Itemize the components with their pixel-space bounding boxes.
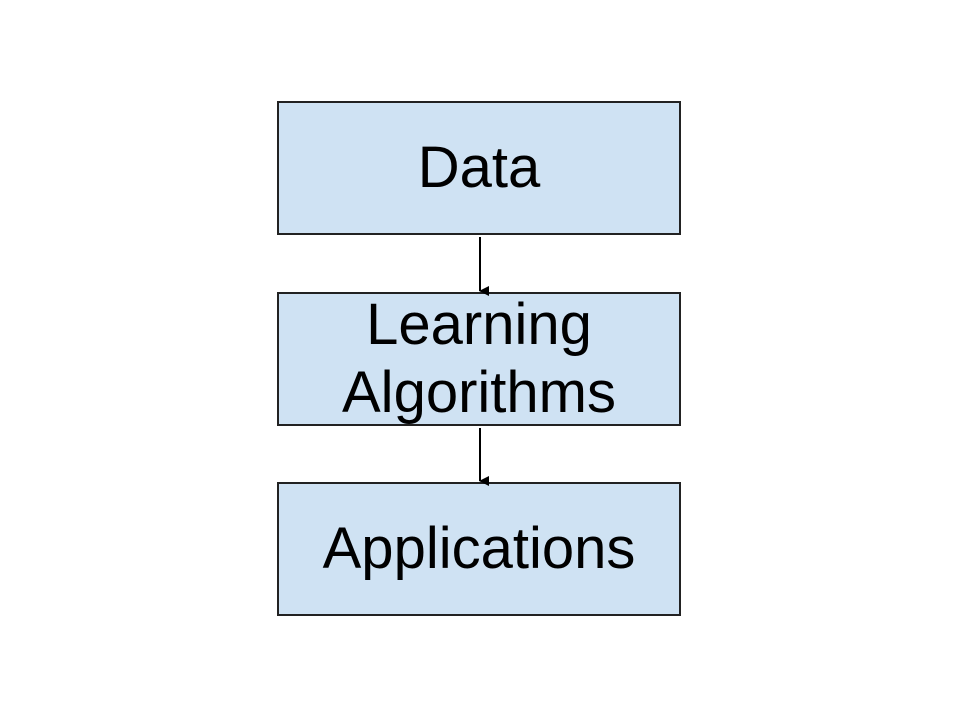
learning-algorithms-label-line-2: Algorithms bbox=[342, 360, 616, 425]
learning-algorithms-box: Learning Algorithms bbox=[277, 292, 681, 426]
data-box: Data bbox=[277, 101, 681, 235]
learning-algorithms-label: Learning Algorithms bbox=[342, 291, 616, 427]
learning-algorithms-label-line-1: Learning bbox=[366, 292, 592, 357]
applications-label: Applications bbox=[322, 515, 636, 581]
data-label: Data bbox=[417, 134, 541, 200]
applications-box: Applications bbox=[277, 482, 681, 616]
